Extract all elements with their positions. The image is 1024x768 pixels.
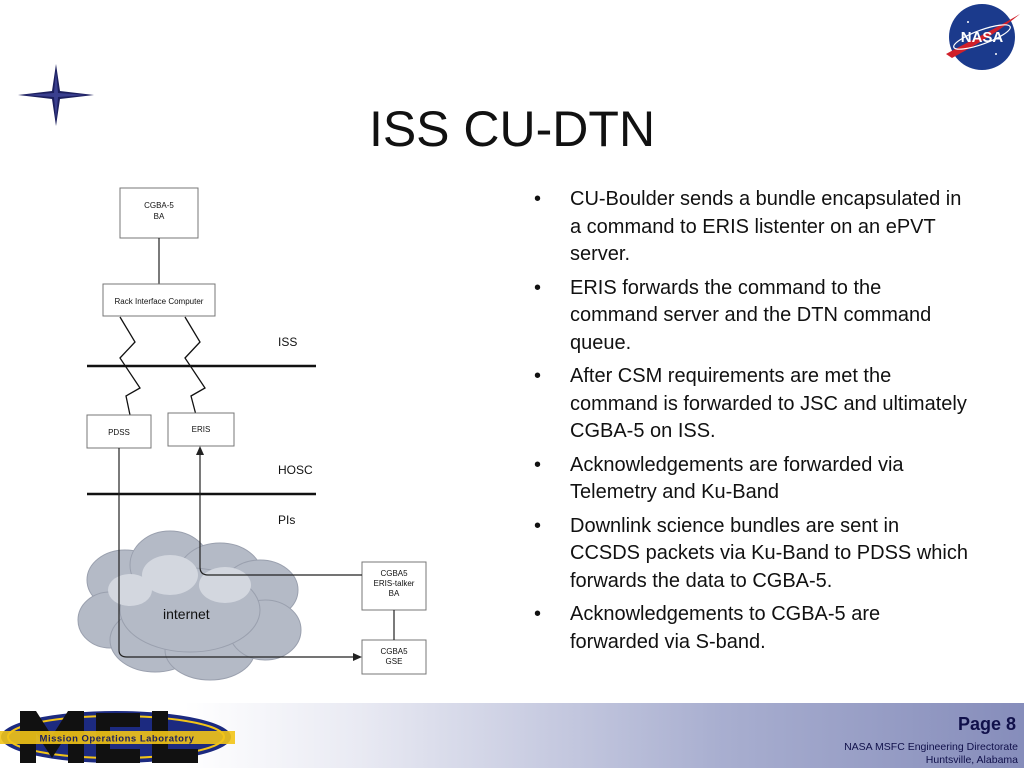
- bullet-text: CU-Boulder sends a bundle encapsulated i…: [570, 188, 962, 265]
- link-lightning-right: [184, 316, 206, 416]
- iss-label: ISS: [278, 335, 297, 349]
- nasa-logo-icon: NASA: [946, 4, 1020, 70]
- bullet-list: • CU-Boulder sends a bundle encapsulated …: [530, 186, 970, 662]
- bullet-text: Acknowledgements are forwarded via Telem…: [570, 453, 904, 504]
- nasa-logo-text: NASA: [961, 29, 1004, 46]
- eris-box: [167, 412, 235, 447]
- cgba5-ba-box: [119, 187, 199, 239]
- logo-text: Mission Operations Laboratory: [40, 734, 195, 745]
- bullet-text: Downlink science bundles are sent in CCS…: [570, 514, 968, 592]
- gse-line2: GSE: [386, 657, 403, 666]
- slide-title: ISS CU-DTN: [368, 101, 656, 157]
- bullet-icon: •: [534, 276, 542, 299]
- gse-line1: CGBA5: [380, 647, 408, 656]
- bullet-icon: •: [534, 453, 542, 476]
- pis-label: PIs: [278, 513, 295, 527]
- bullet-item: • Downlink science bundles are sent in CC…: [530, 513, 970, 596]
- pdss-label: PDSS: [108, 428, 130, 437]
- footer-location: Huntsville, Alabama: [925, 754, 1018, 766]
- bullet-item: • ERIS forwards the command to the comman…: [530, 275, 970, 358]
- cgba5-ba-line1: CGBA-5: [144, 201, 174, 210]
- cgba5-eris-talker-box: [361, 561, 427, 611]
- page-number: Page 8: [957, 714, 1016, 734]
- bullet-text: After CSM requirements are met the comma…: [570, 365, 967, 442]
- rack-interface-box: [102, 283, 216, 317]
- bullet-icon: •: [534, 365, 542, 387]
- eris-label: ERIS: [192, 425, 211, 434]
- arrow-to-gse-icon: [353, 653, 362, 661]
- footer-directorate: NASA MSFC Engineering Directorate: [844, 741, 1018, 753]
- talker-to-eris-connector: [199, 452, 362, 576]
- bullet-item: • After CSM requirements are met the comm…: [530, 363, 970, 446]
- bullet-item: • Acknowledgements to CGBA-5 are forwarde…: [530, 601, 970, 656]
- arrow-to-eris-icon: [196, 446, 204, 455]
- eris-talker-line3: BA: [389, 589, 400, 598]
- cgba5-ba-line2: BA: [154, 212, 165, 221]
- bullet-text: ERIS forwards the command to the command…: [570, 276, 932, 354]
- eris-talker-line2: ERIS-talker: [374, 579, 415, 588]
- bullet-icon: •: [534, 188, 542, 210]
- network-diagram: internet CGBA-5 BA Rack Interface Comput…: [77, 187, 427, 681]
- internet-cloud: [77, 530, 302, 681]
- eris-talker-line1: CGBA5: [380, 569, 408, 578]
- bullet-text: Acknowledgements to CGBA-5 are forwarded…: [570, 603, 881, 653]
- hosc-label: HOSC: [278, 463, 313, 477]
- cgba5-gse-box: [361, 639, 427, 675]
- pdss-to-gse-connector: [118, 448, 356, 658]
- internet-label: internet: [163, 606, 210, 622]
- bullet-item: • Acknowledgements are forwarded via Tele…: [530, 452, 970, 507]
- bullet-item: • CU-Boulder sends a bundle encapsulated …: [530, 186, 970, 269]
- star-icon: [18, 64, 94, 126]
- bullet-icon: •: [534, 514, 542, 537]
- pdss-box: [86, 414, 152, 449]
- mission-operations-laboratory-logo-icon: Mission Operations Laboratory: [0, 711, 235, 763]
- rack-interface-label: Rack Interface Computer: [115, 297, 204, 306]
- link-lightning-left: [119, 316, 141, 416]
- bullet-icon: •: [534, 603, 542, 625]
